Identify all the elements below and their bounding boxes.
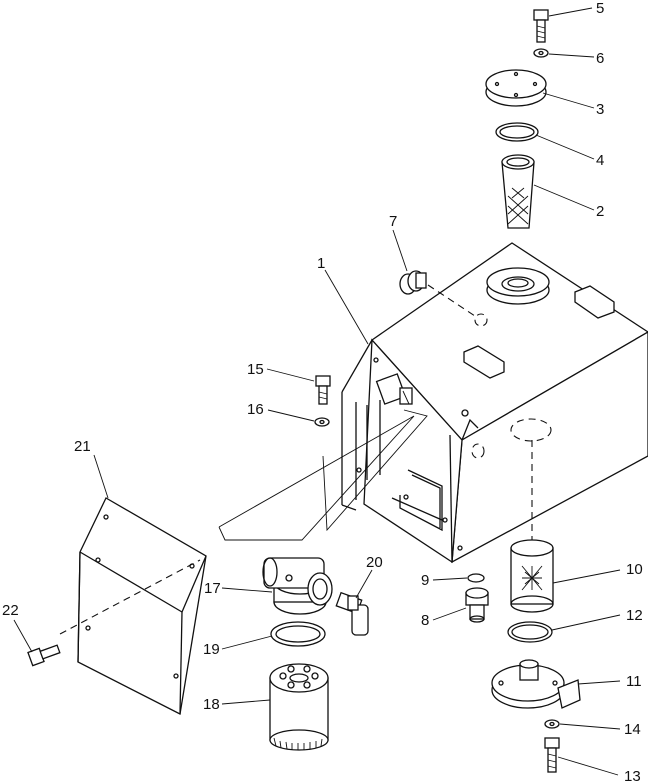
- callout-8: 8: [421, 612, 429, 629]
- filter-head-part-11: [491, 659, 581, 709]
- callout-3: 3: [596, 101, 604, 118]
- drain-plug-part-8: [465, 587, 489, 623]
- bolt-part-22: [27, 644, 61, 667]
- cap-plate-part-3: [485, 69, 547, 107]
- bolt-part-13: [544, 737, 560, 773]
- filter-cartridge-part-18: [269, 663, 329, 751]
- callout-16: 16: [247, 401, 264, 418]
- callout-2: 2: [596, 203, 604, 220]
- plug-part-7: [399, 270, 479, 319]
- callout-9: 9: [421, 572, 429, 589]
- washer-part-14: [544, 719, 560, 729]
- cover-plate-part-21: [59, 415, 415, 715]
- callout-14: 14: [624, 721, 641, 738]
- callout-1: 1: [317, 255, 325, 272]
- callout-18: 18: [203, 696, 220, 713]
- o-ring-part-4: [495, 122, 539, 142]
- bolt-part-5: [533, 9, 549, 43]
- bolt-part-15: [315, 375, 331, 405]
- callout-22: 22: [2, 602, 19, 619]
- callout-10: 10: [626, 561, 643, 578]
- o-ring-part-9: [467, 573, 485, 583]
- washer-part-16: [314, 417, 330, 427]
- hydraulic-tank: [322, 242, 648, 564]
- elbow-part-20: [335, 591, 369, 636]
- o-ring-part-19: [270, 621, 326, 647]
- callout-11: 11: [626, 673, 642, 690]
- washer-part-6: [533, 48, 549, 58]
- callout-17: 17: [204, 580, 221, 597]
- callout-4: 4: [596, 152, 604, 169]
- callout-15: 15: [247, 361, 264, 378]
- o-ring-part-12: [507, 621, 553, 643]
- strainer-part-2: [501, 154, 535, 229]
- callout-12: 12: [626, 607, 643, 624]
- callout-21: 21: [74, 438, 91, 455]
- filter-head-part-17: [262, 557, 333, 615]
- callout-6: 6: [596, 50, 604, 67]
- leader-lines: [13, 7, 621, 776]
- callout-13: 13: [624, 768, 641, 784]
- callout-19: 19: [203, 641, 220, 658]
- callout-5: 5: [596, 0, 604, 17]
- filter-element-part-10: [510, 440, 554, 613]
- callout-7: 7: [389, 213, 397, 230]
- callout-20: 20: [366, 554, 383, 571]
